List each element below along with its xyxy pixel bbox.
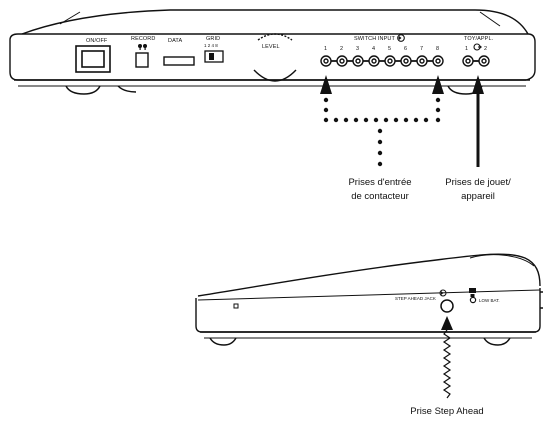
switch-number-3: 3 [356,46,359,52]
switch-jack-1[interactable] [320,55,332,67]
toy-jacks-caption-2: appareil [461,191,495,202]
switch-jack-2[interactable] [336,55,348,67]
grid-numbers: 1 2 4 8 [204,43,218,48]
toy-appl-label: TOY/APPL. [464,36,494,42]
switch-input-label: SWITCH INPUT [354,36,395,42]
toy-jack-1[interactable] [462,55,474,67]
step-ahead-icon [439,289,447,297]
arrowhead-switch-8 [432,75,444,94]
switch-jack-5[interactable] [384,55,396,67]
device-top-lid [21,9,529,35]
callout-switch-jacks [320,75,444,167]
switch-number-8: 8 [436,46,439,52]
battery-icon [469,288,476,297]
step-ahead-jack[interactable] [440,299,454,313]
device-front-view [9,9,536,95]
switch-jacks-caption-1: Prises d'entrée [348,177,411,188]
step-ahead-jack-label: STEP AHEAD JACK [395,296,436,301]
toy-jacks-caption-1: Prises de jouet/ [445,177,511,188]
device-side-top [197,253,541,297]
device-foot-left [65,85,101,95]
grid-selector-switch[interactable] [204,50,224,63]
switch-input-jacks[interactable] [320,55,444,67]
zigzag-line-step-ahead [442,329,452,399]
toy-appl-icon [473,43,482,51]
switch-number-5: 5 [388,46,391,52]
switch-number-4: 4 [372,46,375,52]
record-button[interactable] [135,52,149,68]
data-label: DATA [168,38,182,44]
on-off-label: ON/OFF [86,38,108,44]
record-icon [138,44,147,50]
low-bat-led [469,296,477,304]
toy-jack-2[interactable] [478,55,490,67]
on-off-switch[interactable] [75,45,111,73]
level-label: LEVEL [262,44,280,50]
switch-input-icon [397,34,405,42]
dotted-line-switch-8 [435,97,441,123]
switch-number-6: 6 [404,46,407,52]
step-ahead-caption: Prise Step Ahead [410,406,483,417]
callout-toy-jacks [472,75,484,167]
arrowhead-switch-1 [320,75,332,94]
data-port [163,56,195,66]
grid-label: GRID [206,36,220,42]
level-dial[interactable] [253,69,297,82]
switch-number-1: 1 [324,46,327,52]
device-side-view [195,253,543,346]
toy-number-2: 2 [484,46,487,52]
toy-appl-jacks[interactable] [462,55,490,67]
switch-number-2: 2 [340,46,343,52]
dotted-bar-horizontal [333,117,429,123]
callout-step-ahead [441,316,453,399]
switch-jack-3[interactable] [352,55,364,67]
dotted-line-switch-1 [323,97,329,123]
switch-jack-4[interactable] [368,55,380,67]
device-body [9,33,536,81]
arrowhead-step-ahead [441,316,453,330]
switch-jack-8[interactable] [432,55,444,67]
record-label: RECORD [131,36,155,42]
dotted-stem [377,128,383,167]
switch-input-numbers: 1 2 3 4 5 6 7 8 [324,46,439,52]
switch-jack-6[interactable] [400,55,412,67]
switch-number-7: 7 [420,46,423,52]
switch-jack-7[interactable] [416,55,428,67]
toy-number-1: 1 [465,46,468,52]
arrowhead-toy [472,75,484,94]
low-bat-label: LOW BAT. [479,298,500,303]
switch-jacks-caption-2: de contacteur [351,191,409,202]
